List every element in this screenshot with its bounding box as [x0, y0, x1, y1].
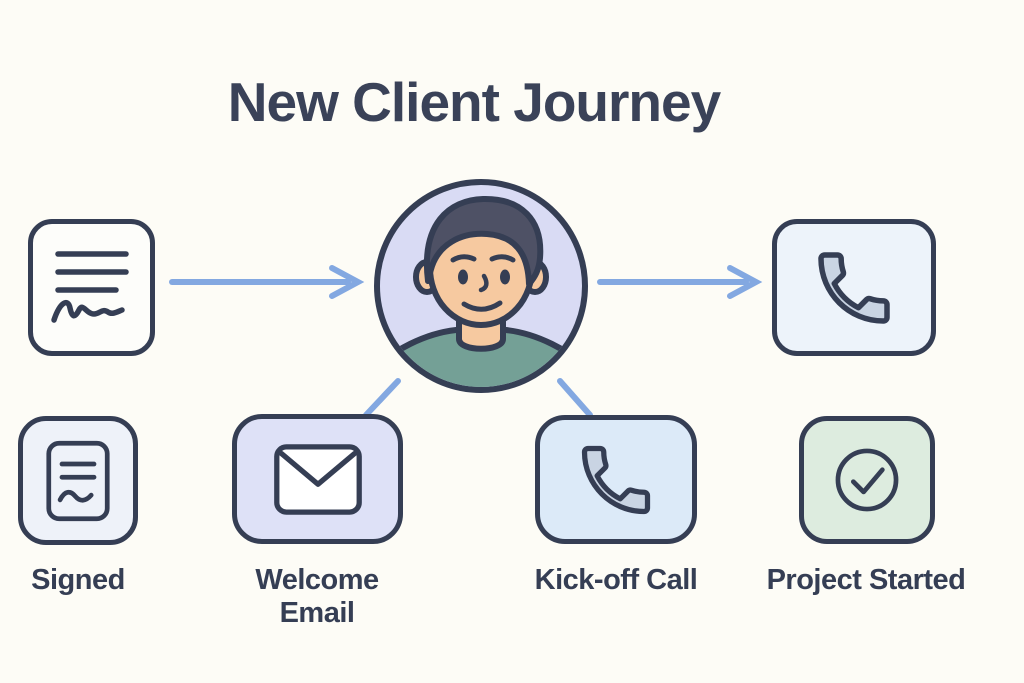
step-label-welcome-email: Welcome Email	[255, 564, 379, 629]
step-label-kickoff-call: Kick-off Call	[534, 564, 698, 596]
arrow-contract-to-client	[169, 265, 365, 299]
step-label-signed: Signed	[31, 564, 125, 596]
phone-icon	[818, 251, 890, 324]
check-circle-icon	[835, 448, 899, 512]
signed-document-icon	[46, 440, 110, 521]
kickoff-call-card	[535, 415, 697, 544]
envelope-icon	[273, 443, 362, 515]
welcome-email-card	[232, 414, 403, 544]
signed-contract-icon	[50, 250, 129, 323]
signed-card	[18, 416, 138, 545]
phone-icon	[581, 445, 651, 514]
hair	[423, 195, 544, 287]
client-avatar	[374, 179, 588, 393]
project-started-card	[799, 416, 935, 544]
contract-card	[28, 219, 155, 356]
arrow-client-to-call	[597, 265, 763, 299]
step-label-project-started: Project Started	[766, 564, 966, 596]
call-card	[772, 219, 936, 356]
page-title: New Client Journey	[227, 71, 721, 133]
